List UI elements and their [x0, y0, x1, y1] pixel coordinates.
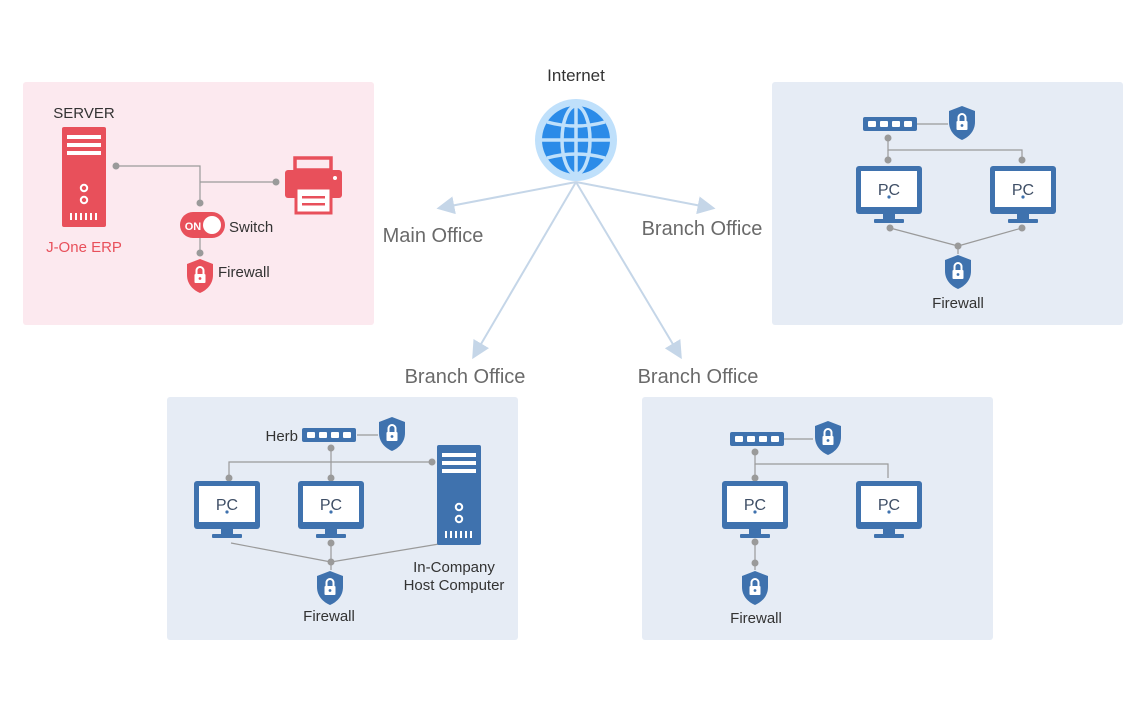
- hub-label: Herb: [265, 428, 298, 445]
- main-office-connector-dots: [112, 162, 280, 257]
- branch-office-bottom-right-panel: [642, 397, 993, 640]
- branch-bottom-right-firewall-label: Firewall: [730, 610, 782, 627]
- main-office-firewall-label: Firewall: [218, 264, 270, 281]
- host-computer-icon: [437, 445, 481, 545]
- branch-top-right-firewall-label: Firewall: [932, 295, 984, 312]
- branch-bottom-left-connector-dots: [225, 444, 436, 566]
- server-label: SERVER: [53, 105, 115, 122]
- branch-top-right-connector-dots: [884, 134, 1026, 250]
- branch-bottom-left-pc1-label: PC: [216, 497, 238, 514]
- branch-bottom-right-hub-icon: [730, 432, 784, 446]
- branch-bottom-right-connector-dots: [751, 448, 759, 567]
- switch-toggle-icon: ON: [180, 212, 225, 238]
- branch-bottom-right-pc1-label: PC: [744, 497, 766, 514]
- branch-top-right-pc1-label: PC: [878, 182, 900, 199]
- switch-state-text: ON: [185, 221, 202, 233]
- server-icon: [62, 127, 106, 227]
- printer-icon: [285, 156, 342, 215]
- branch-bottom-left-pc2-label: PC: [320, 497, 342, 514]
- host-computer-label-line2: Host Computer: [404, 577, 505, 594]
- branch-bottom-left-firewall-label: Firewall: [303, 608, 355, 625]
- internet-arrows: [436, 181, 716, 360]
- branch-office-top-right-caption: Branch Office: [642, 218, 763, 240]
- branch-office-bottom-left-caption: Branch Office: [405, 366, 526, 388]
- host-computer-label-line1: In-Company: [413, 559, 495, 576]
- branch-office-bottom-right-caption: Branch Office: [638, 366, 759, 388]
- branch-bottom-right-pc2-label: PC: [878, 497, 900, 514]
- globe-icon: [535, 99, 617, 181]
- switch-label: Switch: [229, 219, 273, 236]
- branch-office-top-right-panel: [772, 82, 1123, 325]
- branch-top-right-hub-icon: [863, 117, 917, 131]
- branch-bottom-left-connectors: [228, 434, 446, 570]
- internet-label: Internet: [547, 66, 605, 85]
- branch-bottom-left-hub-icon: [302, 428, 356, 442]
- main-office-caption: Main Office: [383, 225, 484, 247]
- branch-top-right-pc2-label: PC: [1012, 182, 1034, 199]
- erp-label: J-One ERP: [46, 239, 122, 256]
